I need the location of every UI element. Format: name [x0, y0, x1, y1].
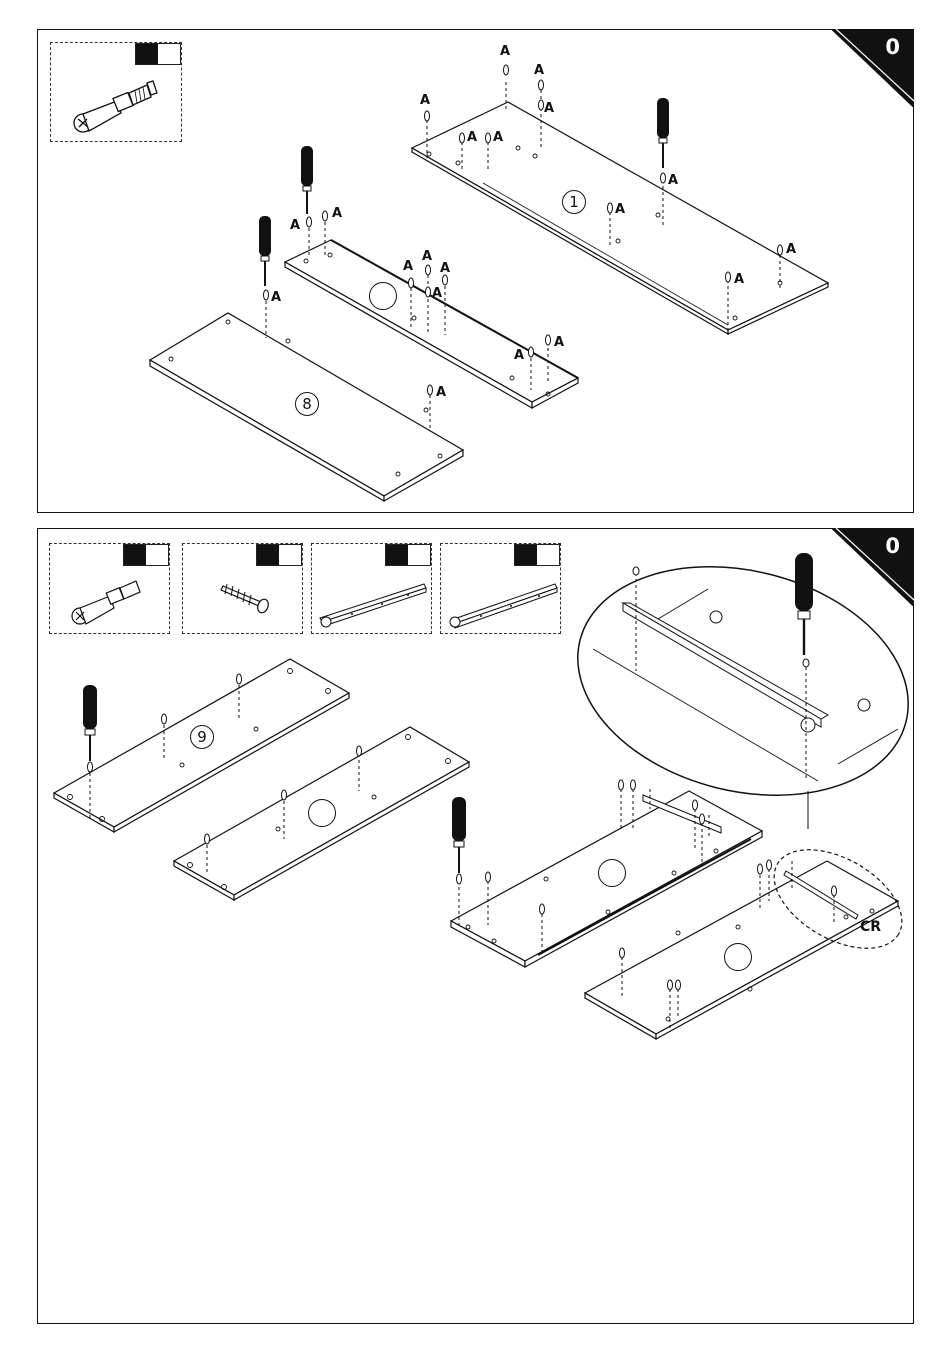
assembly-illustration-1 — [38, 30, 915, 514]
detail-magnifier — [553, 534, 915, 829]
part-number-badge: 9 — [190, 725, 214, 749]
part-number-badge: 8 — [295, 392, 319, 416]
assembly-illustration-2 — [38, 529, 915, 1325]
fastener-label: A — [271, 291, 281, 304]
step-panel-1: 0 — [37, 29, 914, 513]
screwdriver-icon — [301, 146, 313, 214]
fastener-label: A — [615, 203, 625, 216]
part-number-badge: 1 — [562, 190, 586, 214]
fastener-label: A — [432, 287, 442, 300]
fastener-label: A — [668, 174, 678, 187]
fastener-label: A — [420, 94, 430, 107]
fastener-label: A — [422, 250, 432, 263]
part-number-badge — [369, 282, 397, 310]
fastener-label: A — [544, 102, 554, 115]
fastener-label: A — [467, 131, 477, 144]
part-number-badge — [308, 799, 336, 827]
screwdriver-icon — [657, 98, 669, 168]
part-number-badge — [724, 943, 752, 971]
step-panel-2: 0 — [37, 528, 914, 1324]
fastener-label: A — [514, 349, 524, 362]
fastener-label: A — [493, 131, 503, 144]
fastener-label: A — [436, 386, 446, 399]
fastener-label: A — [554, 336, 564, 349]
fastener-label: A — [786, 243, 796, 256]
fastener-label: A — [440, 262, 450, 275]
part-number-badge — [598, 859, 626, 887]
fastener-label: A — [534, 64, 544, 77]
fastener-label: A — [734, 273, 744, 286]
fastener-label: A — [290, 219, 300, 232]
screwdriver-icon — [259, 216, 271, 286]
screwdriver-icon — [83, 685, 97, 761]
fastener-label: A — [500, 45, 510, 58]
screwdriver-icon — [452, 797, 466, 873]
detail-label: CR — [860, 920, 881, 934]
fastener-label: A — [332, 207, 342, 220]
fastener-label: A — [403, 260, 413, 273]
